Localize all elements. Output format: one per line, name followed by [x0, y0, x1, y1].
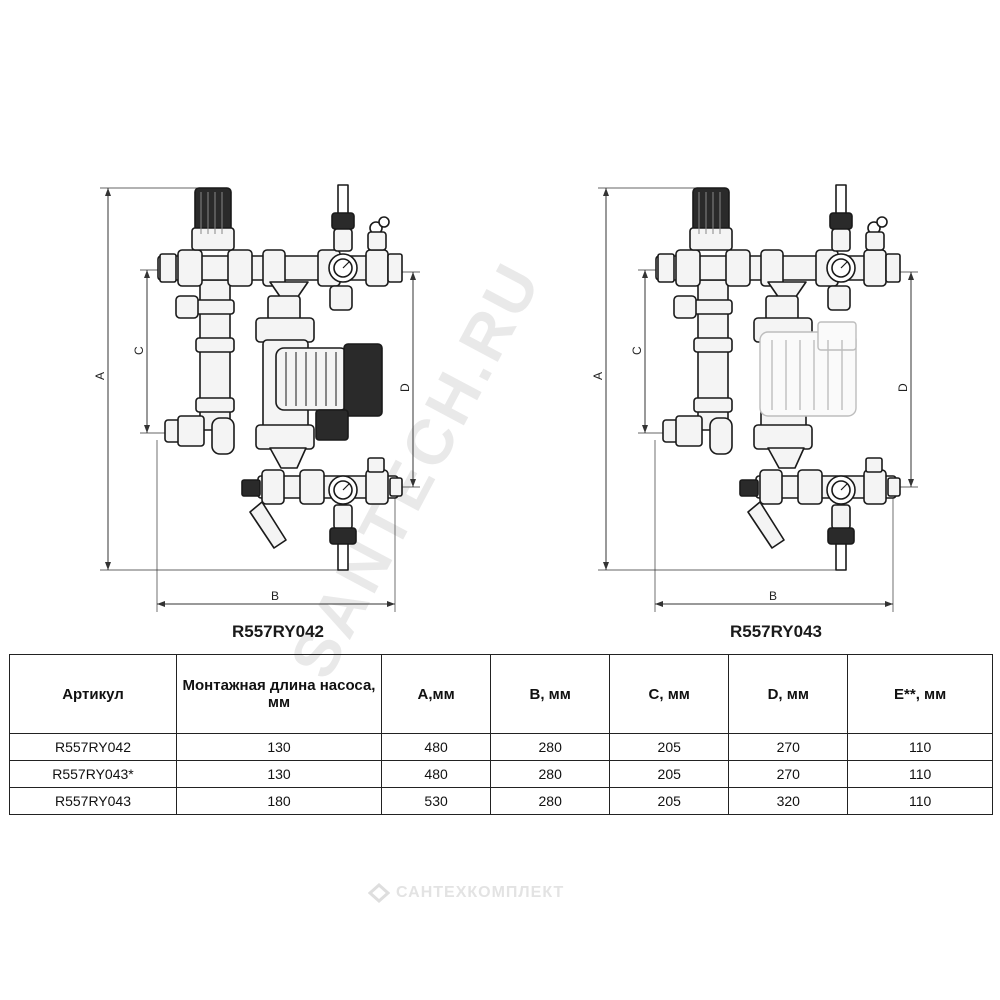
cell-d: 270: [728, 760, 849, 788]
cell-b: 280: [490, 787, 611, 815]
cell-b: 280: [490, 733, 611, 761]
drawing-r557ry042: A C D B: [93, 184, 421, 613]
column-header-pump-length: Монтажная длина насоса, мм: [176, 654, 382, 734]
dimension-c-label: C: [132, 346, 146, 355]
cell-d: 270: [728, 733, 849, 761]
dimension-b-label: B: [271, 589, 279, 603]
bottom-watermark-text: САНТЕХКОМПЛЕКТ: [396, 884, 565, 902]
circulation-pump: [275, 343, 383, 441]
column-header-b: B, мм: [490, 654, 611, 734]
column-header-article: Артикул: [9, 654, 177, 734]
dimension-d-label: D: [398, 383, 412, 392]
cell-c: 205: [609, 760, 730, 788]
cell-a: 480: [380, 760, 492, 788]
cell-e: 110: [847, 787, 993, 815]
cell-pump-length: 130: [176, 760, 382, 788]
table-header-row: Артикул Монтажная длина насоса, мм А,мм …: [9, 654, 993, 734]
table-row: R557RY043 180 530 280 205 320 110: [9, 787, 993, 815]
cell-pump-length: 180: [176, 787, 382, 815]
dimension-d-label: D: [896, 383, 910, 392]
table-row: R557RY043* 130 480 280 205 270 110: [9, 760, 993, 788]
cell-article: R557RY042: [9, 733, 177, 761]
circulation-pump-ghost: [759, 321, 857, 417]
cell-a: 480: [380, 733, 492, 761]
cell-c: 205: [609, 733, 730, 761]
column-header-a: А,мм: [380, 654, 492, 734]
table-row: R557RY042 130 480 280 205 270 110: [9, 733, 993, 761]
dimension-a-label: A: [591, 372, 605, 380]
cell-e: 110: [847, 733, 993, 761]
cell-e: 110: [847, 760, 993, 788]
cell-b: 280: [490, 760, 611, 788]
cell-c: 205: [609, 787, 730, 815]
caption-r557ry043: R557RY043: [730, 622, 822, 641]
cell-d: 320: [728, 787, 849, 815]
cell-pump-length: 130: [176, 733, 382, 761]
column-header-c: C, мм: [609, 654, 730, 734]
cell-a: 530: [380, 787, 492, 815]
bottom-watermark: САНТЕХКОМПЛЕКТ: [368, 883, 564, 903]
santechkomplekt-logo-icon: [368, 883, 390, 903]
specification-table: Артикул Монтажная длина насоса, мм А,мм …: [9, 654, 993, 815]
caption-r557ry042: R557RY042: [232, 622, 324, 641]
column-header-e: E**, мм: [847, 654, 993, 734]
column-header-d: D, мм: [728, 654, 849, 734]
cell-article: R557RY043*: [9, 760, 177, 788]
dimension-a-label: A: [93, 372, 107, 380]
dimension-b-label: B: [769, 589, 777, 603]
technical-drawings: A C D B A C D B: [93, 184, 919, 613]
drawing-r557ry043: A C D B: [591, 184, 919, 613]
cell-article: R557RY043: [9, 787, 177, 815]
dimension-c-label: C: [630, 346, 644, 355]
